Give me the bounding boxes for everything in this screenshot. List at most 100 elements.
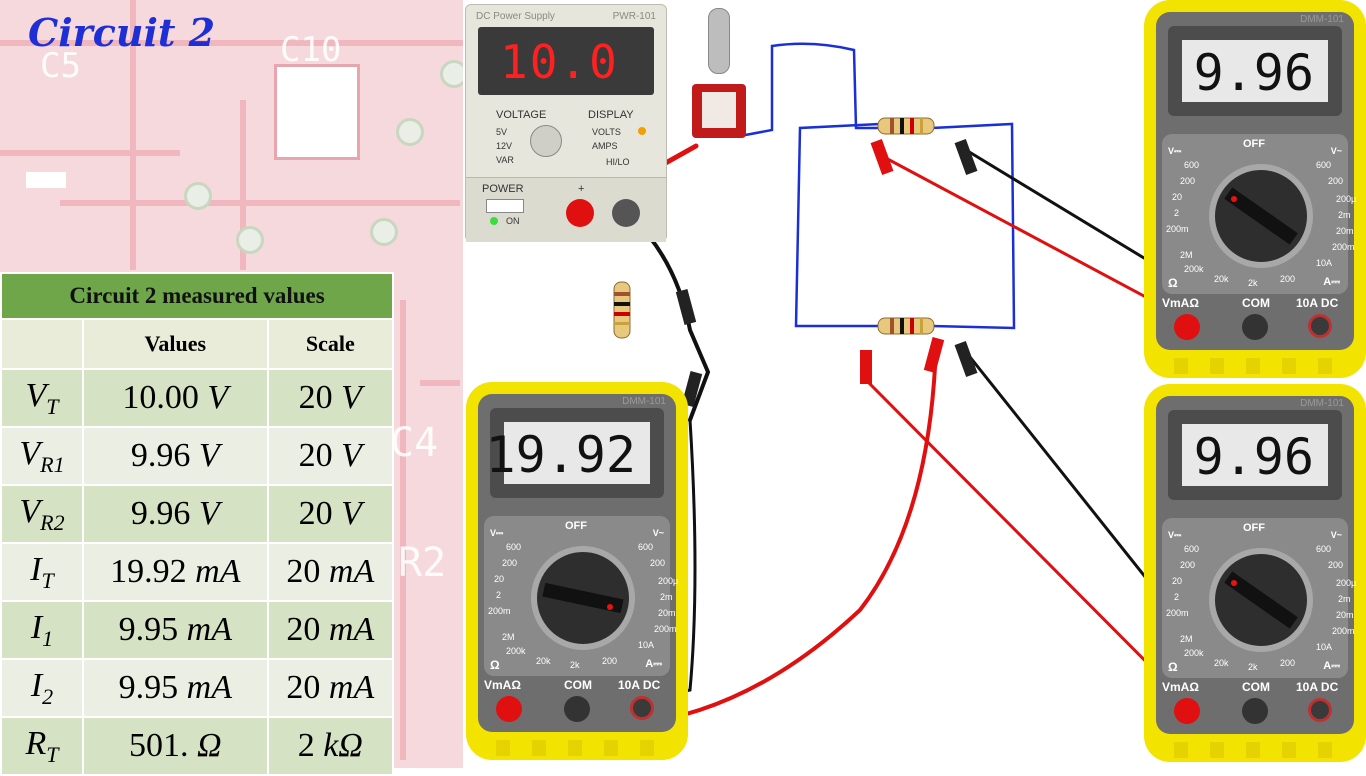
dial-range-label: 200	[650, 558, 666, 568]
plus-label: +	[578, 183, 585, 195]
dial-range-label: 20m	[658, 608, 676, 618]
port-label-com: COM	[1242, 680, 1270, 694]
dial-range-label: 10A	[1316, 258, 1333, 268]
meter-feet	[496, 740, 658, 756]
meter-lcd: 9.96	[1182, 424, 1328, 486]
dial-range-label: 200	[1280, 658, 1296, 668]
blue-wire-top	[738, 42, 882, 138]
dial-range-label: 2k	[1248, 662, 1258, 672]
scale-value: 20 mA	[266, 542, 395, 602]
port-vmaohm[interactable]	[1174, 698, 1200, 724]
dial-range-label: 20	[494, 574, 505, 584]
port-vmaohm[interactable]	[1174, 314, 1200, 340]
amp-symbol: A⎓	[645, 658, 662, 670]
dial-range-label: 20k	[1214, 274, 1229, 284]
vdc-label: V⎓	[1168, 146, 1182, 156]
port-label-com: COM	[564, 678, 592, 692]
port-com[interactable]	[1242, 698, 1268, 724]
dial-range-label: 20m	[1336, 610, 1354, 620]
resistor-r1	[877, 117, 935, 135]
quantity-symbol: VR2	[0, 484, 84, 544]
page-title: Circuit 2	[28, 10, 216, 55]
dial-range-label: 200	[1328, 560, 1344, 570]
range-selector-dial[interactable]	[1209, 548, 1313, 652]
resistor-r2	[877, 317, 935, 335]
range-selector-dial[interactable]	[531, 546, 635, 650]
dial-range-label: 2	[1174, 208, 1180, 218]
port-10a[interactable]	[1308, 314, 1332, 338]
meter-model: DMM-101	[622, 396, 666, 407]
resistors	[613, 117, 935, 339]
hilo-label: HI/LO	[606, 157, 630, 167]
port-10a[interactable]	[1308, 698, 1332, 722]
dial-indicator	[1231, 196, 1237, 202]
port-label-10a: 10A DC	[1296, 680, 1339, 694]
psu-model: PWR-101	[612, 11, 656, 22]
quantity-symbol: VR1	[0, 426, 84, 486]
dc-power-supply: DC Power Supply PWR-101 10.0 VOLTAGE DIS…	[465, 4, 667, 242]
toggle-lever[interactable]	[708, 8, 730, 74]
ohm-symbol: Ω	[490, 658, 500, 672]
pcb-chip	[274, 64, 360, 160]
positive-terminal[interactable]	[566, 199, 594, 227]
meter-lcd-frame: 19.92	[485, 408, 664, 498]
dial-range-label: 2k	[570, 660, 580, 670]
port-label-vmaohm: VmAΩ	[1162, 680, 1199, 694]
var-label: VAR	[496, 155, 514, 165]
probe-tips	[675, 138, 978, 407]
port-10a[interactable]	[630, 696, 654, 720]
dial-range-label: 2k	[1248, 278, 1258, 288]
dial-range-label: 20k	[1214, 658, 1229, 668]
quantity-symbol: RT	[0, 716, 84, 776]
dial-range-label: 2M	[1180, 634, 1193, 644]
psu-brand: DC Power Supply	[476, 11, 555, 22]
dial-range-label: 20	[1172, 192, 1183, 202]
power-switch[interactable]	[486, 199, 524, 213]
quantity-symbol: I2	[0, 658, 84, 718]
negative-terminal[interactable]	[612, 199, 640, 227]
psu-display: 10.0	[478, 27, 654, 95]
toggle-switch[interactable]	[692, 84, 746, 138]
ohm-symbol: Ω	[1168, 660, 1178, 674]
dial-indicator	[607, 604, 613, 610]
vdc-label: V⎓	[490, 528, 504, 538]
port-label-com: COM	[1242, 296, 1270, 310]
port-com[interactable]	[1242, 314, 1268, 340]
dial-range-label: 200k	[1184, 648, 1204, 658]
measured-value: 9.96 V	[82, 426, 269, 486]
dial-range-label: 200μ	[1336, 578, 1357, 588]
quantity-symbol: I1	[0, 600, 84, 660]
column-header-scale: Scale	[266, 318, 395, 370]
scale-value: 20 mA	[266, 658, 395, 718]
v12-label: 12V	[496, 141, 513, 151]
vac-label: V~	[652, 528, 664, 538]
port-vmaohm[interactable]	[496, 696, 522, 722]
measured-value: 19.92 mA	[82, 542, 269, 602]
dial-range-label: 200m	[1332, 242, 1355, 252]
dial-range-label: 2	[496, 590, 502, 600]
dial-range-label: 2M	[1180, 250, 1193, 260]
vac-label: V~	[1330, 530, 1342, 540]
port-com[interactable]	[564, 696, 590, 722]
dial-range-label: 200	[1180, 176, 1196, 186]
range-selector-dial[interactable]	[1209, 164, 1313, 268]
voltage-knob[interactable]	[530, 125, 562, 157]
off-label: OFF	[1243, 522, 1265, 534]
dial-range-label: 200	[602, 656, 618, 666]
dial-range-label: 2	[1174, 592, 1180, 602]
meter-lcd: 19.92	[485, 422, 650, 484]
measured-value: 9.96 V	[82, 484, 269, 544]
dial-range-label: 2m	[660, 592, 673, 602]
scale-value: 20 V	[266, 368, 395, 428]
dial-range-label: 20k	[536, 656, 551, 666]
dial-range-label: 600	[1184, 544, 1200, 554]
dial-range-label: 600	[1316, 544, 1332, 554]
